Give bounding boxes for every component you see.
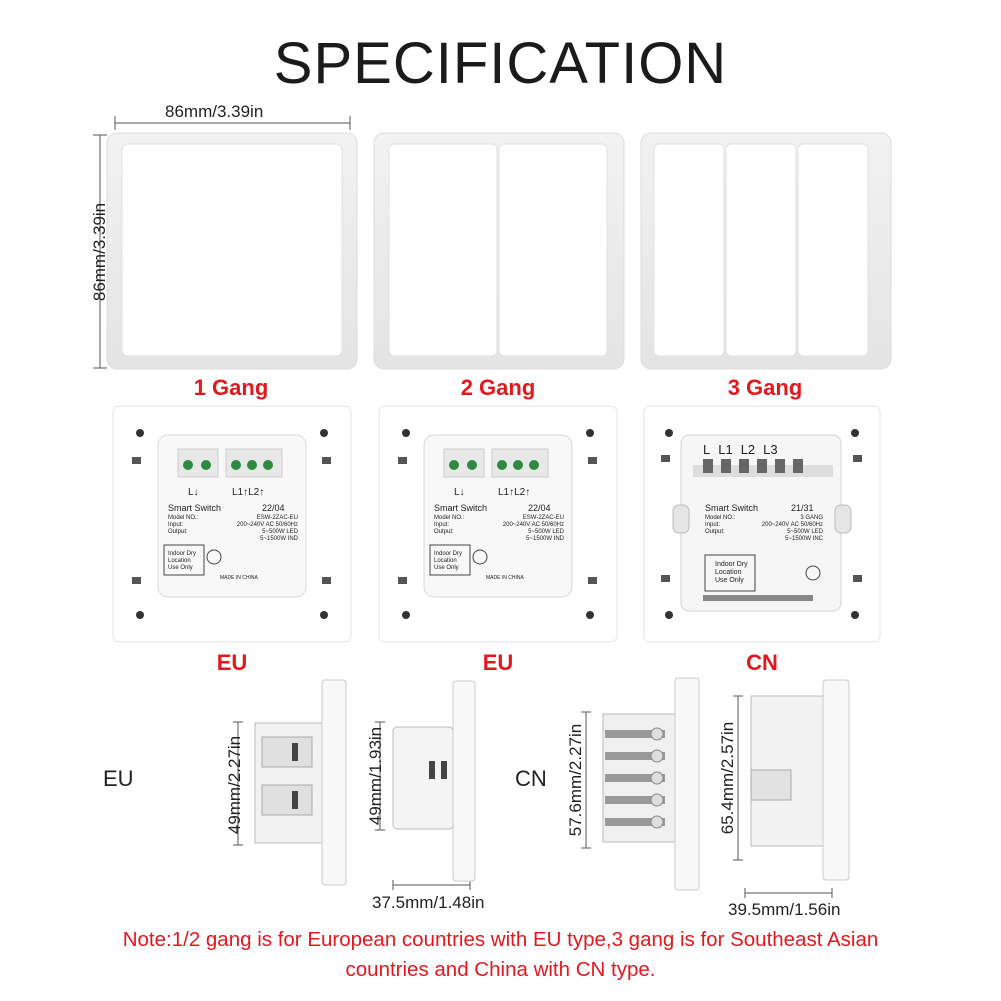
date-code: 21/31	[791, 503, 814, 513]
label-3-gang: 3 Gang	[727, 375, 803, 400]
terminal-l3: L3	[763, 442, 778, 457]
indoor-line-3: Use Only	[434, 565, 459, 571]
side-label-cn: CN	[515, 766, 547, 791]
indoor-line-3: Use Only	[168, 565, 193, 571]
input-key: Input:	[168, 522, 184, 528]
width-dimension: 86mm/3.39in	[165, 102, 264, 121]
terminal-right: L1↑L2↑	[232, 487, 265, 498]
side-label-eu: EU	[103, 766, 134, 791]
output-key: Output:	[434, 529, 454, 535]
indoor-line-3: Use Only	[715, 577, 744, 584]
cn-side-height: 57.6mm/2.27in	[566, 723, 585, 837]
front-panel-2-gang	[373, 132, 625, 370]
indoor-label: Indoor Dry Location Use Only	[434, 551, 462, 572]
output-value-2: 5~1500W IND	[260, 536, 298, 542]
indoor-line-1: Indoor Dry	[168, 551, 197, 557]
model-key: Model NO.:	[434, 515, 465, 521]
back-panel-eu-2: L↓ L1↑L2↑ Smart Switch 22/04 Model NO.: …	[378, 405, 618, 643]
terminal-right: L1↑L2↑	[498, 487, 531, 498]
input-value: 200~240V AC 50/60Hz	[236, 522, 298, 528]
depth-view-cn	[750, 679, 850, 881]
model-value: ESW-2ZAC-EU	[256, 515, 298, 521]
model-value: ESW-2ZAC-EU	[522, 515, 564, 521]
product-name: Smart Switch	[168, 503, 222, 513]
eu-depth-height: 49mm/1.93in	[366, 726, 385, 826]
date-code: 22/04	[262, 503, 285, 513]
back-panel-eu-1: L↓ L1↑L2↑ Smart Switch 22/04 Model NO.: …	[112, 405, 352, 643]
note-text: Note:1/2 gang is for European countries …	[0, 925, 1001, 985]
made-in: MADE IN CHINA	[486, 575, 524, 581]
terminal-left: L↓	[454, 487, 465, 498]
output-value-1: 5~500W LED	[787, 529, 823, 535]
product-name: Smart Switch	[434, 503, 488, 513]
input-key: Input:	[705, 522, 721, 528]
input-value: 200~240V AC 50/60Hz	[761, 522, 823, 528]
eu-side-height: 49mm/2.27in	[225, 735, 244, 835]
note-line-2: countries and China with CN type.	[345, 958, 656, 981]
input-key: Input:	[434, 522, 450, 528]
label-back-eu-1: EU	[216, 650, 248, 675]
output-value-1: 5~500W LED	[262, 529, 298, 535]
spec-block: Model NO.: ESW-2ZAC-EU Input: 200~240V A…	[168, 515, 298, 543]
spec-block: Model NO.: 3 GANG Input: 200~240V AC 50/…	[705, 515, 823, 543]
terminal-left: L↓	[188, 487, 199, 498]
date-code: 22/04	[528, 503, 551, 513]
depth-view-eu	[392, 680, 476, 882]
output-value-2: 5~1500W IND	[526, 536, 564, 542]
output-value-1: 5~500W LED	[528, 529, 564, 535]
label-back-cn: CN	[746, 650, 778, 675]
indoor-line-2: Location	[715, 569, 742, 576]
indoor-label: Indoor Dry Location Use Only	[168, 551, 196, 572]
output-value-2: 5~1500W INC	[785, 536, 823, 542]
terminal-l: L	[703, 442, 711, 457]
indoor-line-2: Location	[434, 558, 457, 564]
indoor-line-1: Indoor Dry	[715, 561, 748, 568]
side-view-cn	[602, 677, 700, 891]
cn-depth-height: 65.4mm/2.57in	[718, 721, 737, 835]
model-value: 3 GANG	[800, 515, 823, 521]
front-panel-1-gang	[106, 132, 358, 370]
note-line-1: Note:1/2 gang is for European countries …	[122, 928, 879, 951]
output-key: Output:	[168, 529, 188, 535]
terminal-l1: L1	[718, 442, 733, 457]
indoor-label: Indoor Dry Location Use Only	[715, 561, 748, 585]
cn-depth: 39.5mm/1.56in	[728, 900, 841, 919]
model-key: Model NO.:	[705, 515, 736, 521]
spec-block: Model NO.: ESW-2ZAC-EU Input: 200~240V A…	[434, 515, 564, 543]
product-name: Smart Switch	[705, 503, 759, 513]
model-key: Model NO.:	[168, 515, 199, 521]
made-in: MADE IN CHINA	[220, 575, 258, 581]
label-1-gang: 1 Gang	[193, 375, 269, 400]
eu-depth: 37.5mm/1.48in	[372, 893, 485, 912]
back-panel-cn: L L1 L2 L3 Smart Switch 21/31 Model NO.:…	[643, 405, 881, 643]
front-panel-3-gang	[640, 132, 892, 370]
input-value: 200~240V AC 50/60Hz	[502, 522, 564, 528]
indoor-line-2: Location	[168, 558, 191, 564]
indoor-line-1: Indoor Dry	[434, 551, 463, 557]
output-key: Output:	[705, 529, 725, 535]
side-view-eu	[254, 679, 347, 886]
page-title: SPECIFICATION	[273, 31, 728, 96]
terminal-labels: L L1 L2 L3	[703, 442, 778, 457]
terminal-l2: L2	[740, 442, 756, 457]
label-back-eu-2: EU	[482, 650, 514, 675]
label-2-gang: 2 Gang	[460, 375, 536, 400]
